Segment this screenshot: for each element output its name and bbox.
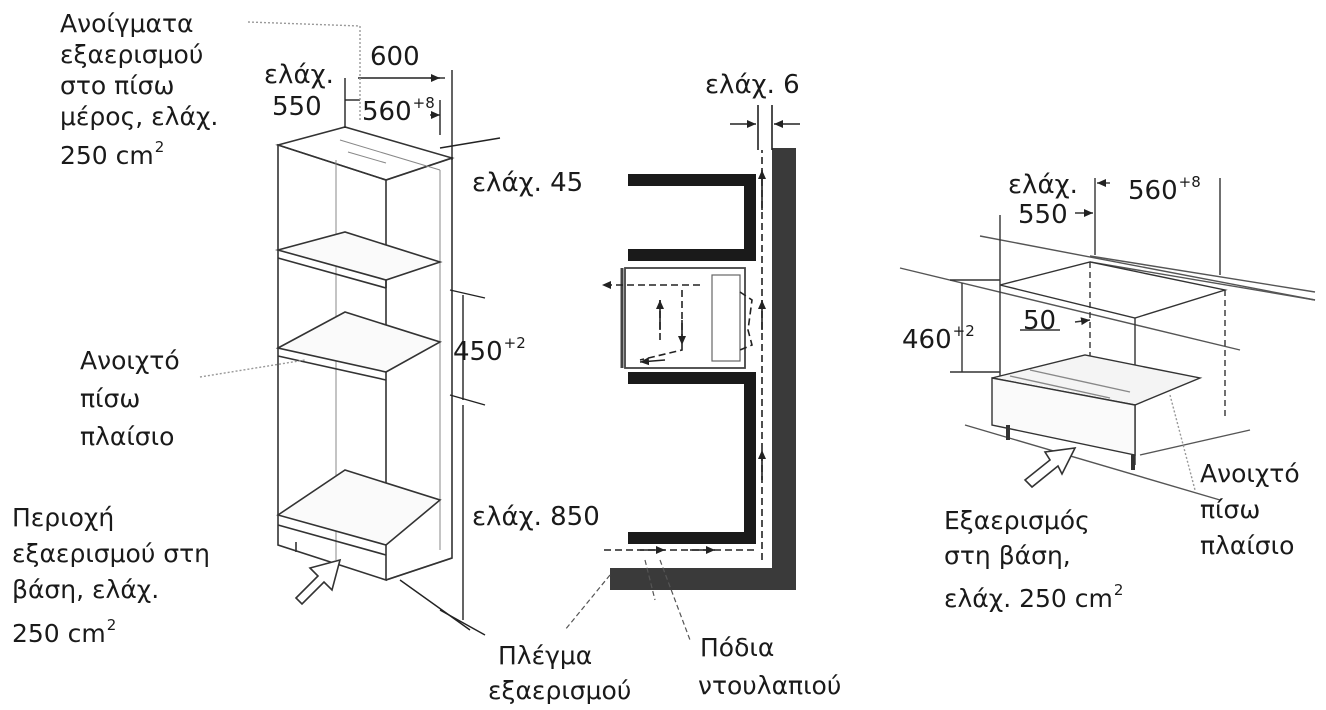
label-vent-base-right-2: στη βάση, (944, 541, 1071, 570)
label-vent-base-right-3: ελάχ. 250 cm2 (944, 581, 1124, 613)
dim-min-850: ελάχ. 850 (472, 502, 600, 532)
label-vent-base-4: 250 cm2 (12, 616, 117, 648)
label-vent-base-2: εξαερισμού στη (12, 539, 210, 568)
dim-600: 600 (370, 42, 420, 72)
dim-550-right: 550 (1018, 200, 1068, 230)
dim-min-label-left: ελάχ. (264, 60, 334, 90)
label-open-back-2: πίσω (80, 384, 141, 413)
label-feet-2: ντουλαπιού (698, 671, 842, 700)
dim-560-right: 560+8 (1128, 173, 1201, 206)
label-vent-rear-2: εξαερισμού (60, 40, 204, 69)
label-grille-2: εξαερισμού (488, 676, 632, 705)
label-vent-base-right-1: Εξαερισμός (944, 506, 1090, 535)
label-vent-rear-5: 250 cm2 (60, 138, 165, 170)
label-open-back-right-3: πλαίσιο (1200, 531, 1295, 560)
cross-section-drawing (564, 105, 800, 641)
label-grille-1: Πλέγμα (498, 641, 593, 670)
dim-min-label-right: ελάχ. (1008, 170, 1078, 200)
label-vent-base-1: Περιοχή (12, 503, 115, 532)
label-vent-base-3: βάση, ελάχ. (12, 575, 160, 604)
label-vent-rear-3: στο πίσω (60, 71, 175, 100)
label-open-back-3: πλαίσιο (80, 422, 175, 451)
label-open-back-1: Ανοιχτό (80, 346, 180, 375)
label-open-back-right-1: Ανοιχτό (1200, 459, 1300, 488)
label-vent-rear-1: Ανοίγματα (60, 9, 194, 38)
base-airflow-arrow-right (1023, 447, 1077, 489)
label-feet-1: Πόδια (700, 633, 775, 662)
dim-450: 450+2 (453, 334, 526, 367)
dim-550-left: 550 (272, 92, 322, 122)
dim-560-left: 560+8 (362, 94, 435, 127)
base-airflow-arrow (294, 558, 342, 606)
dim-min-45: ελάχ. 45 (472, 168, 584, 198)
tall-cabinet-drawing (274, 126, 455, 582)
label-open-back-right-2: πίσω (1200, 495, 1261, 524)
tall-cabinet-dimensions (199, 21, 501, 636)
under-counter-drawing (899, 178, 1316, 501)
dim-460: 460+2 (902, 322, 975, 355)
label-vent-rear-4: μέρος, ελάχ. (60, 102, 219, 131)
dim-50: 50 (1023, 306, 1057, 336)
dim-min-6: ελάχ. 6 (705, 70, 800, 100)
